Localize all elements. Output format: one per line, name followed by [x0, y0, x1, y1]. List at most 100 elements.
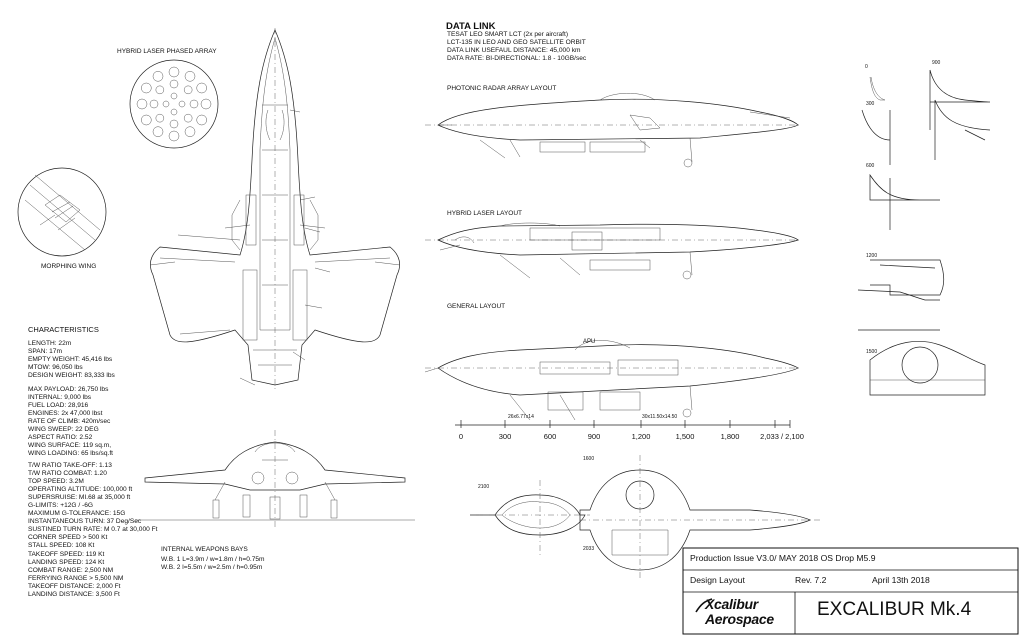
label-bay-dims-2: 30x11.50x14.50: [642, 414, 678, 420]
photonic-radar-side-view: [425, 93, 800, 168]
spec-line: MAXIMUM G-TOLERANCE: 15G: [28, 510, 126, 518]
station-label: 1500: [866, 349, 878, 355]
data-link-line: DATA LINK USEFAUL DISTANCE: 45,000 km: [447, 46, 581, 54]
label-apu: APU: [583, 339, 596, 345]
array-emitter: [155, 85, 165, 95]
array-emitter: [184, 126, 196, 137]
laser-array-disc: [129, 59, 219, 149]
label-general-layout: GENERAL LAYOUT: [447, 303, 506, 310]
spec-line: LANDING DISTANCE: 3,500 Ft: [28, 590, 120, 598]
revision-label: Rev. 7.2: [795, 575, 827, 585]
characteristics-group-1: LENGTH: 22m SPAN: 17m EMPTY WEIGHT: 45,4…: [28, 340, 115, 380]
characteristics-heading: CHARACTERISTICS: [28, 325, 99, 334]
top-view-aircraft: [149, 28, 401, 392]
station-label: 0: [865, 64, 868, 70]
station-label: 600: [866, 163, 875, 169]
spec-line: T/W RATIO TAKE-OFF: 1.13: [28, 462, 112, 469]
spec-line: FUEL LOAD: 28,916: [28, 402, 89, 410]
spec-line: MTOW: 96,050 lbs: [28, 364, 83, 372]
bottom-cross-sections: [470, 455, 820, 580]
label-hybrid-laser-phased-array: HYBRID LASER PHASED ARRAY: [117, 48, 217, 55]
station-label: 1200: [866, 253, 878, 259]
spec-line: WING SURFACE: 119 sq.m,: [28, 442, 112, 450]
array-emitter: [152, 126, 164, 137]
array-emitter: [155, 113, 165, 123]
cross-sections: [857, 69, 991, 396]
array-emitter: [168, 66, 180, 78]
data-link-lines: TESAT LEO SMART LCT (2x per aircraft) LC…: [447, 31, 586, 63]
array-emitter: [170, 108, 178, 116]
array-emitter: [168, 130, 180, 142]
company-logo-line-1: Xcalibur: [705, 596, 758, 612]
array-emitter: [183, 85, 193, 95]
spec-line: CORNER SPEED > 500 Kt: [28, 534, 108, 542]
spec-line: G-LIMITS: +12G / -6G: [28, 502, 94, 510]
general-layout-side-view: [424, 340, 800, 428]
spec-line: TOP SPEED: 3.2M: [28, 478, 84, 486]
spec-line: LANDING SPEED: 124 Kt: [28, 558, 105, 566]
spec-line: SUSTINED TURN RATE: M 0.7 at 30,000 Ft: [28, 526, 158, 534]
spec-line: OPERATING ALTITUDE: 100,000 ft: [28, 486, 133, 494]
scale-tick-label: 900: [587, 432, 601, 441]
array-emitter: [141, 82, 152, 94]
array-emitter: [200, 98, 212, 110]
data-link-line: TESAT LEO SMART LCT (2x per aircraft): [447, 31, 569, 38]
spec-line: FERRYING RANGE > 5,500 NM: [28, 574, 124, 582]
array-emitter: [184, 71, 196, 82]
array-emitter: [189, 99, 199, 109]
aircraft-name: EXCALIBUR Mk.4: [817, 599, 972, 620]
characteristics-group-2: MAX PAYLOAD: 26,750 lbs INTERNAL: 9,000 …: [28, 386, 113, 458]
weapons-bay-line: W.B. 2 l=5.5m / w=2.5m / h=0.95m: [161, 564, 263, 571]
scale-tick-label: 600: [543, 432, 557, 441]
label-photonic-radar-array-layout: PHOTONIC RADAR ARRAY LAYOUT: [447, 85, 557, 92]
spec-line: MAX PAYLOAD: 26,750 lbs: [28, 386, 109, 393]
spec-line: EMPTY WEIGHT: 45,416 lbs: [28, 356, 113, 364]
front-view-aircraft: [135, 430, 415, 530]
array-emitter: [169, 79, 179, 89]
morphing-wing-detail: [17, 167, 107, 257]
data-link-line: LCT-135 IN LEO AND GEO SATELLITE ORBIT: [447, 38, 586, 46]
spec-line: TAKEOFF SPEED: 119 Kt: [28, 550, 105, 558]
title-block-frame: [682, 547, 1019, 635]
design-layout-label: Design Layout: [690, 575, 745, 585]
array-emitter: [149, 99, 159, 109]
spec-line: TAKEOFF DISTANCE: 2,000 Ft: [28, 582, 121, 590]
array-emitter: [136, 98, 148, 110]
spec-line: T/W RATIO COMBAT: 1.20: [28, 470, 107, 478]
label-morphing-wing: MORPHING WING: [41, 263, 97, 270]
spec-line: SUPERSRUISE: MI.68 at 35,000 ft: [28, 494, 131, 502]
weapons-bays-heading: INTERNAL WEAPONS BAYS: [161, 546, 248, 553]
station-label: 1600: [583, 456, 595, 462]
array-emitter: [178, 100, 186, 108]
spec-line: DESIGN WEIGHT: 83,333 lbs: [28, 372, 115, 380]
date-label: April 13th 2018: [872, 575, 930, 585]
label-bay-dims: 26x6.77x14: [508, 414, 534, 420]
scale-tick-label: 1,500: [675, 432, 695, 441]
array-emitter: [152, 71, 164, 82]
station-label: 2100: [478, 484, 490, 490]
scale-tick-label: 1,800: [720, 432, 740, 441]
station-label: 300: [866, 101, 875, 107]
spec-line: RATE OF CLIMB: 420m/sec: [28, 418, 111, 426]
array-emitter: [162, 100, 170, 108]
scale-tick-label: 0: [458, 432, 464, 441]
production-issue: Production Issue V3.0/ MAY 2018 OS Drop …: [690, 553, 876, 563]
array-emitter: [170, 92, 178, 100]
data-link-line: DATA RATE: BI-DIRECTIONAL: 1.8 - 10GB/se…: [447, 54, 587, 62]
spec-line: INTERNAL: 9,000 lbs: [28, 394, 92, 402]
label-hybrid-laser-layout: HYBRID LASER LAYOUT: [447, 210, 523, 217]
weapons-bay-line: W.B. 1 L=3.9m / w=1.8m / h=0.75m: [161, 556, 265, 563]
station-label: 900: [932, 60, 941, 66]
logo-swoosh-icon: [695, 598, 713, 613]
weapons-bays-list: W.B. 1 L=3.9m / w=1.8m / h=0.75m W.B. 2 …: [161, 556, 265, 572]
station-label: 2033: [583, 546, 595, 552]
spec-line: STALL SPEED: 108 Kt: [28, 542, 95, 550]
array-emitter: [169, 119, 179, 129]
scale-tick-label: 2,033 / 2,100: [760, 432, 804, 441]
hybrid-laser-side-view: [425, 222, 800, 280]
spec-line: LENGTH: 22m: [28, 340, 72, 347]
array-emitter: [183, 113, 193, 123]
scale-tick-label: 1,200: [631, 432, 651, 441]
